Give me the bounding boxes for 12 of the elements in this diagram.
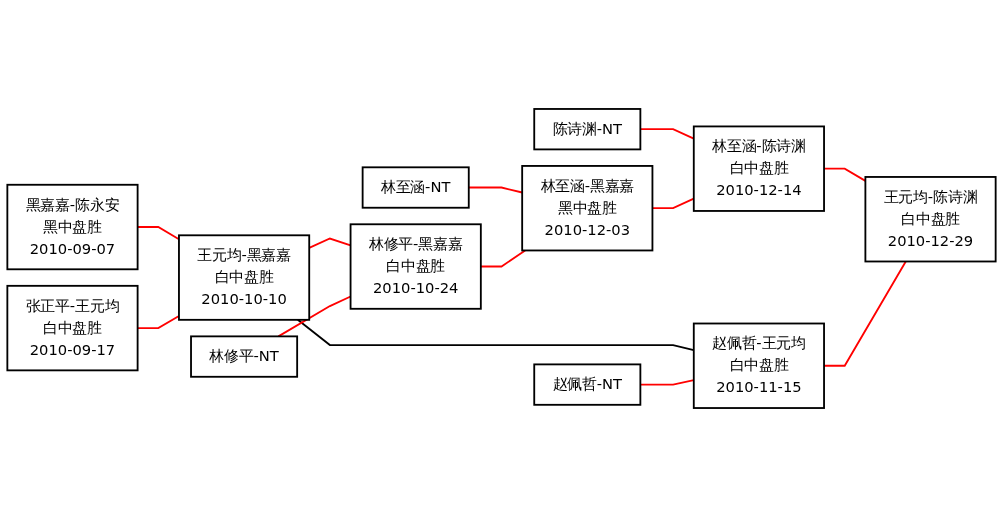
node-box: 王元均-黑嘉嘉 白中盘胜 2010-10-10 (178, 234, 311, 321)
node-box: 林修平-NT (190, 335, 299, 378)
node-box: 林修平-黑嘉嘉 白中盘胜 2010-10-24 (349, 223, 482, 310)
node-box: 张正平-王元均 白中盘胜 2010-09-17 (6, 284, 139, 372)
node-box: 林至涵-陈诗渊 白中盘胜 2010-12-14 (692, 125, 825, 212)
node-box: 林至涵-NT (361, 166, 470, 209)
node-box: 赵佩哲-王元均 白中盘胜 2010-11-15 (692, 322, 825, 409)
node-box: 王元均-陈诗渊 白中盘胜 2010-12-29 (864, 176, 997, 263)
node-box: 林至涵-黑嘉嘉 黑中盘胜 2010-12-03 (521, 165, 654, 252)
node-box: 赵佩哲-NT (533, 363, 642, 406)
node-box: 黑嘉嘉-陈永安 黑中盘胜 2010-09-07 (6, 183, 139, 271)
node-box: 陈诗渊-NT (533, 108, 642, 151)
